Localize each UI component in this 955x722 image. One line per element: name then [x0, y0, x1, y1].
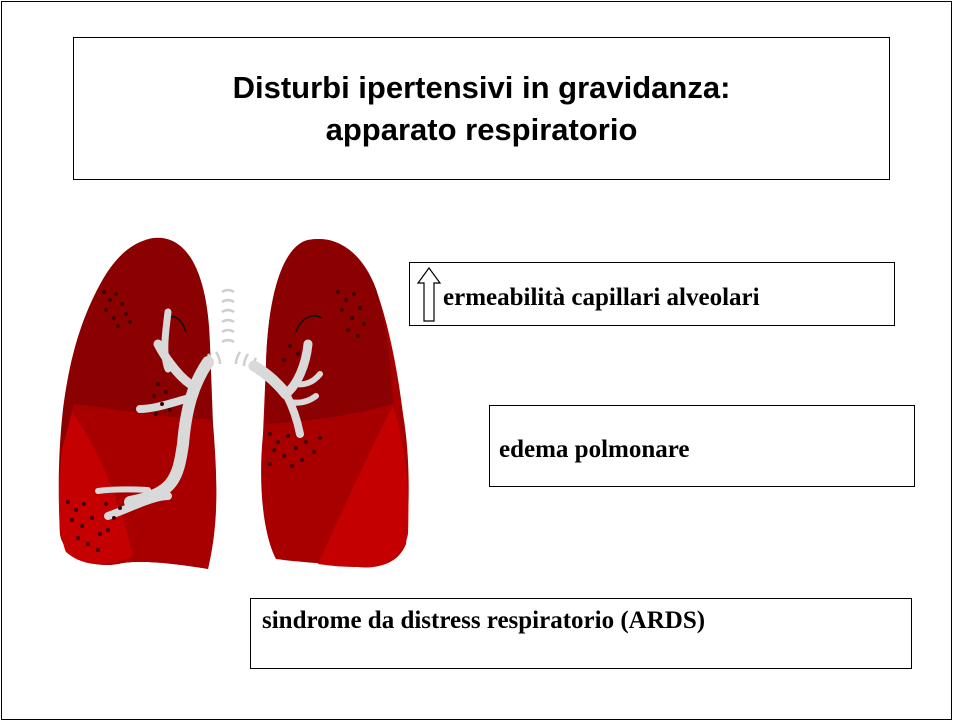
- title-line-1: Disturbi ipertensivi in gravidanza:: [233, 67, 731, 109]
- title-box: Disturbi ipertensivi in gravidanza: appa…: [73, 37, 890, 180]
- edema-text: edema polmonare: [499, 436, 690, 464]
- ards-text: sindrome da distress respiratorio (ARDS): [262, 607, 705, 635]
- permeability-box: ermeabilità capillari alveolari: [409, 262, 895, 326]
- permeability-text: ermeabilità capillari alveolari: [443, 284, 760, 312]
- trachea: [208, 290, 256, 370]
- edema-box: edema polmonare: [489, 405, 915, 487]
- title-line-2: apparato respiratorio: [326, 109, 638, 151]
- lungs-illustration: [58, 234, 418, 579]
- ards-box: sindrome da distress respiratorio (ARDS): [250, 598, 912, 669]
- up-arrow-icon: [417, 267, 441, 322]
